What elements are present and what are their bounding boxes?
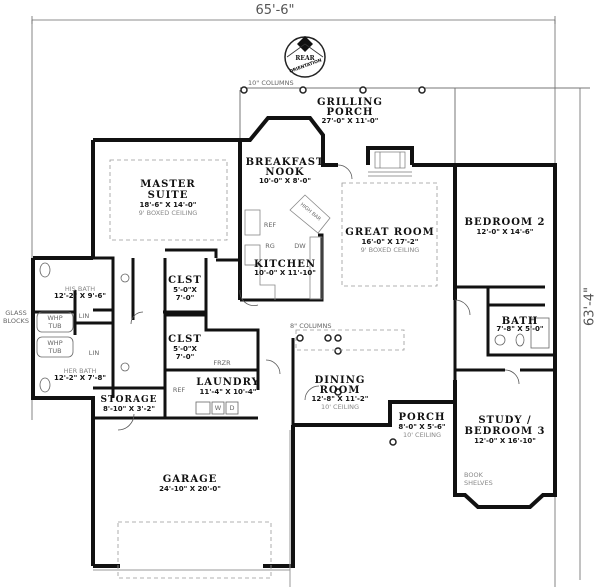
closet-1-dims: 5'-0"X bbox=[173, 286, 197, 294]
dining-room-ceiling: 10' CEILING bbox=[320, 403, 360, 411]
linen-2-label: LIN bbox=[88, 349, 100, 357]
washer-label: W bbox=[214, 404, 222, 412]
boxed-ceiling-outlines bbox=[109, 159, 438, 579]
grilling-porch-label: GRILLING bbox=[317, 97, 383, 108]
whp-tub-1-label-2: TUB bbox=[48, 322, 62, 330]
orientation-label-rear: REAR bbox=[295, 55, 315, 62]
laundry-freezer-label: FRZR bbox=[213, 359, 231, 367]
great-room-dims: 16'-0" X 17'-2" bbox=[361, 238, 419, 246]
grilling-porch-label-2: PORCH bbox=[326, 107, 374, 118]
bedroom-2-label: BEDROOM 2 bbox=[464, 217, 546, 228]
exterior-walls bbox=[31, 116, 557, 568]
kitchen-ref-label: REF bbox=[263, 221, 277, 229]
porch-dims: 8'-0" X 5'-6" bbox=[398, 423, 446, 431]
study-dims: 12'-0" X 16'-10" bbox=[474, 437, 536, 445]
orientation-compass-icon bbox=[284, 36, 326, 78]
bath-fixtures bbox=[36, 262, 550, 415]
his-bath-dims: 12'-2" X 9'-6" bbox=[53, 292, 106, 300]
kitchen-dims: 10'-0" X 11'-10" bbox=[254, 269, 316, 277]
overall-width-label: 65'-6" bbox=[255, 3, 295, 18]
glass-blocks-label: GLASS bbox=[5, 309, 27, 317]
storage-dims: 8'-10" X 3'-2" bbox=[102, 405, 155, 413]
garage-dims: 24'-10" X 20'-0" bbox=[159, 485, 221, 493]
whp-tub-2-label: WHP bbox=[47, 339, 63, 347]
laundry-label: LAUNDRY bbox=[196, 377, 260, 388]
his-bath-label: HIS BATH bbox=[64, 285, 96, 293]
study-label: STUDY / bbox=[478, 415, 532, 426]
grilling-porch-outline bbox=[239, 87, 590, 170]
linen-1-label: LIN bbox=[78, 312, 90, 320]
fireplace-icon bbox=[368, 151, 412, 177]
overall-depth-label: 63'-4" bbox=[582, 286, 598, 327]
bath-label: BATH bbox=[501, 316, 539, 327]
laundry-ref-label: REF bbox=[172, 386, 186, 394]
kitchen-range-label: RG bbox=[265, 242, 275, 250]
breakfast-nook-label: BREAKFAST bbox=[245, 157, 325, 168]
dining-columns-note: 8" COLUMNS bbox=[290, 322, 332, 330]
study-label-2: BEDROOM 3 bbox=[464, 426, 546, 437]
kitchen-counters bbox=[244, 194, 331, 300]
master-suite-dims: 18'-6" X 14'-0" bbox=[139, 201, 197, 209]
dining-room-label: DINING bbox=[314, 375, 366, 386]
great-room-label: GREAT ROOM bbox=[345, 227, 435, 238]
dryer-label: D bbox=[229, 404, 235, 412]
dining-room-label-2: ROOM bbox=[319, 385, 361, 396]
porch-columns bbox=[240, 86, 426, 446]
glass-blocks-label-2: BLOCKS bbox=[3, 317, 29, 325]
book-shelves-label: BOOK bbox=[464, 471, 483, 479]
kitchen-label: KITCHEN bbox=[254, 259, 316, 270]
closet-2-label: CLST bbox=[168, 334, 202, 345]
porch-label: PORCH bbox=[398, 412, 446, 423]
master-suite-label: MASTER bbox=[140, 179, 196, 190]
breakfast-nook-dims: 10'-0" X 8'-0" bbox=[258, 177, 311, 185]
bath-dims: 7'-8" X 5'-0" bbox=[496, 325, 544, 333]
book-shelves-label-2: SHELVES bbox=[464, 479, 493, 487]
breakfast-nook-label-2: NOOK bbox=[265, 167, 305, 178]
grilling-porch-dims: 27'-0" X 11'-0" bbox=[321, 117, 379, 125]
her-bath-dims: 12'-2" X 7'-8" bbox=[53, 374, 106, 382]
her-bath-label: HER BATH bbox=[63, 367, 97, 375]
dining-room-dims: 12'-8" X 11'-2" bbox=[311, 395, 369, 403]
master-suite-label-2: SUITE bbox=[147, 190, 189, 201]
door-swings bbox=[117, 164, 520, 431]
bedroom-2-dims: 12'-0" X 14'-6" bbox=[476, 228, 534, 236]
storage-label: STORAGE bbox=[100, 395, 158, 405]
interior-walls bbox=[33, 233, 555, 425]
great-room-ceiling: 9' BOXED CEILING bbox=[360, 246, 420, 254]
porch-columns-note: 10" COLUMNS bbox=[248, 79, 294, 87]
garage-label: GARAGE bbox=[162, 474, 218, 485]
closet-2-dims-2: 7'-0" bbox=[175, 353, 195, 361]
kitchen-dw-label: DW bbox=[294, 242, 306, 250]
porch-ceiling: 10' CEILING bbox=[402, 431, 442, 439]
closet-1-label: CLST bbox=[168, 275, 202, 286]
whp-tub-1-label: WHP bbox=[47, 314, 63, 322]
whp-tub-2-label-2: TUB bbox=[48, 347, 62, 355]
garage-edge bbox=[93, 430, 291, 587]
closet-1-dims-2: 7'-0" bbox=[175, 294, 195, 302]
laundry-dims: 11'-4" X 10'-4" bbox=[199, 388, 257, 396]
master-suite-ceiling: 9' BOXED CEILING bbox=[138, 209, 198, 217]
closet-2-dims: 5'-0"X bbox=[173, 345, 197, 353]
